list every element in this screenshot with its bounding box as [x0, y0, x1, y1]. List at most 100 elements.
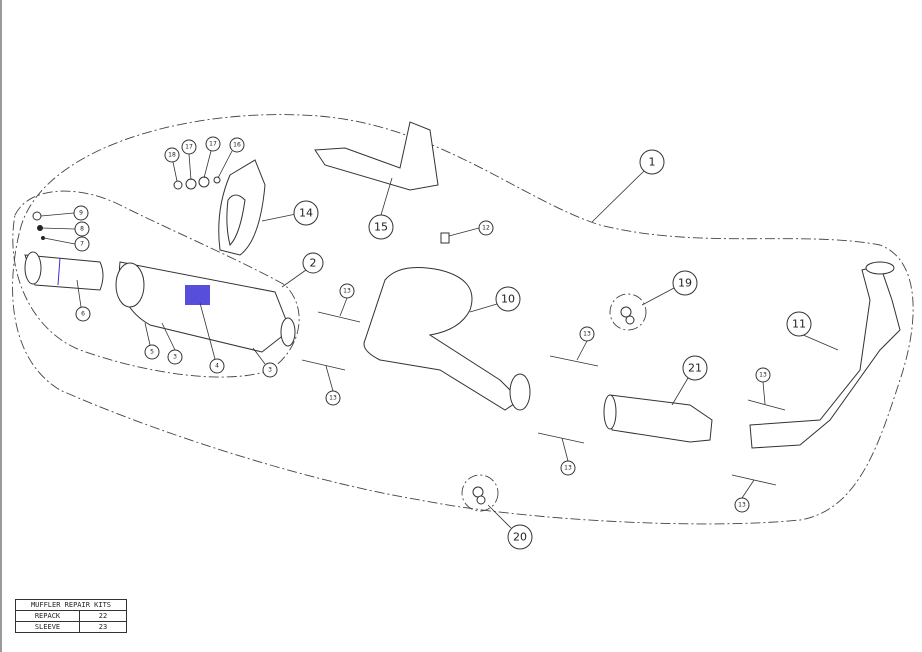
callout-17: 17 — [205, 136, 221, 152]
callout-circle — [495, 286, 521, 312]
callout-number: 13 — [759, 372, 767, 379]
callout-number: 3 — [268, 367, 272, 374]
kits-table-title: MUFFLER REPAIR KITS — [15, 599, 127, 611]
kit-number-repack: 22 — [79, 610, 127, 622]
callout-circle — [164, 147, 180, 163]
leader-lines — [40, 150, 839, 529]
callout-number: 17 — [185, 144, 193, 151]
gaskets-19-20 — [472, 306, 635, 505]
callout-circle — [181, 139, 197, 155]
clamp-12 — [440, 232, 450, 244]
bracket-14 — [218, 159, 266, 256]
callout-number: 4 — [215, 363, 219, 370]
link-pipe-10 — [363, 267, 531, 411]
callout-number: 13 — [583, 331, 591, 338]
washers-16-17-18 — [173, 176, 221, 190]
callout-number: 10 — [501, 293, 515, 306]
callout-9: 9 — [73, 205, 89, 221]
catalyst-21 — [603, 394, 713, 443]
callout-circle — [262, 362, 278, 378]
callout-13: 13 — [755, 367, 771, 383]
callout-number: 13 — [329, 395, 337, 402]
callout-number: 18 — [168, 152, 176, 159]
callout-17: 17 — [181, 139, 197, 155]
callout-circle — [755, 367, 771, 383]
callout-number: 16 — [233, 142, 241, 149]
callout-circle — [302, 252, 324, 274]
callout-number: 9 — [79, 210, 83, 217]
callout-number: 21 — [688, 362, 702, 375]
callout-circle — [579, 326, 595, 342]
callout-13: 13 — [339, 283, 355, 299]
callout-20: 20 — [507, 524, 533, 550]
callout-circle — [339, 283, 355, 299]
callout-16: 16 — [229, 137, 245, 153]
callout-number: 15 — [374, 221, 388, 234]
callout-circle — [75, 306, 91, 322]
callout-circle — [209, 358, 225, 374]
muffler-2 — [115, 261, 296, 353]
callout-number: 20 — [513, 531, 527, 544]
callout-number: 7 — [80, 241, 84, 248]
callout-number: 8 — [80, 226, 84, 233]
callout-circle — [560, 460, 576, 476]
callout-circle — [639, 149, 665, 175]
callout-number: 6 — [81, 311, 85, 318]
callout-11: 11 — [786, 311, 812, 337]
end-cap-6 — [24, 251, 104, 291]
kit-name-sleeve: SLEEVE — [15, 621, 80, 633]
callout-circle — [672, 270, 698, 296]
kit-outline-19 — [609, 293, 647, 331]
callout-number: 19 — [678, 277, 692, 290]
callout-number: 17 — [209, 141, 217, 148]
callout-13: 13 — [734, 497, 750, 513]
callout-10: 10 — [495, 286, 521, 312]
callout-number: 13 — [564, 465, 572, 472]
callout-21: 21 — [682, 355, 708, 381]
callout-circle — [734, 497, 750, 513]
callout-3: 3 — [262, 362, 278, 378]
callout-circle — [682, 355, 708, 381]
callout-number: 5 — [150, 349, 154, 356]
kit-number-sleeve: 23 — [79, 621, 127, 633]
callout-circle — [74, 236, 90, 252]
callout-number: 13 — [343, 288, 351, 295]
hardware-7-8-9 — [32, 211, 45, 240]
callout-3: 3 — [167, 349, 183, 365]
callout-2: 2 — [302, 252, 324, 274]
callout-number: 11 — [792, 318, 806, 331]
callout-circle — [786, 311, 812, 337]
callout-4: 4 — [209, 358, 225, 374]
callout-15: 15 — [368, 214, 394, 240]
callout-circle — [205, 136, 221, 152]
brand-logo-plate — [185, 285, 210, 305]
drawing-frame-border — [0, 0, 2, 652]
callout-number: 14 — [299, 207, 313, 220]
callout-19: 19 — [672, 270, 698, 296]
bracket-15 — [314, 121, 439, 191]
callout-number: 12 — [482, 225, 490, 232]
callout-13: 13 — [560, 460, 576, 476]
callout-circle — [74, 221, 90, 237]
kit-outline-20 — [461, 474, 499, 512]
callout-circle — [167, 349, 183, 365]
callout-number: 3 — [173, 354, 177, 361]
callout-circle — [368, 214, 394, 240]
callout-1: 1 — [639, 149, 665, 175]
callout-circle — [73, 205, 89, 221]
callout-circle — [144, 344, 160, 360]
kit-name-repack: REPACK — [15, 610, 80, 622]
callout-13: 13 — [325, 390, 341, 406]
callout-12: 12 — [478, 220, 494, 236]
callout-18: 18 — [164, 147, 180, 163]
callout-7: 7 — [74, 236, 90, 252]
callout-number: 13 — [738, 502, 746, 509]
callout-circle — [507, 524, 533, 550]
callout-5: 5 — [144, 344, 160, 360]
callout-14: 14 — [293, 200, 319, 226]
callout-13: 13 — [579, 326, 595, 342]
callout-number: 2 — [310, 257, 317, 270]
muffler-outline-2 — [12, 190, 300, 378]
